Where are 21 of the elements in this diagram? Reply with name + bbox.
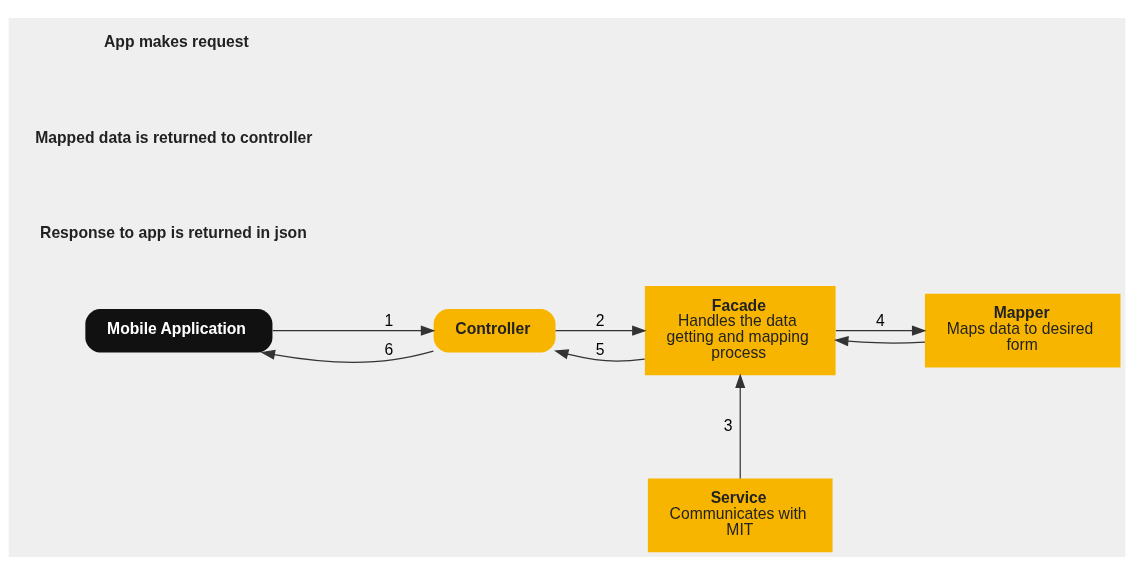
arrow [735,373,746,480]
edge-label: 1 [384,312,394,330]
arrow [272,325,436,336]
label: Mapped data is returned to controller [35,128,313,146]
edge-label: 2 [595,312,605,330]
arrow [835,325,927,336]
arrow [555,325,647,336]
edge-label: 6 [384,341,394,359]
label: Response to app is returned in json [40,224,307,242]
arrow [553,349,646,362]
edge-label: 4 [875,312,885,330]
label: App makes request [104,33,249,51]
node-box: Mobile Application [85,308,273,353]
node-box: Controller [433,308,556,353]
edge-label: 3 [723,417,733,435]
node-box: Service Communicates with MIT [647,478,833,553]
node-box: Mapper Maps data to desired form [924,293,1121,368]
arrow [260,349,434,363]
node-box: Facade Handles the data getting and mapping process [644,286,836,376]
edge-label: 5 [595,341,605,359]
arrow [833,336,926,347]
